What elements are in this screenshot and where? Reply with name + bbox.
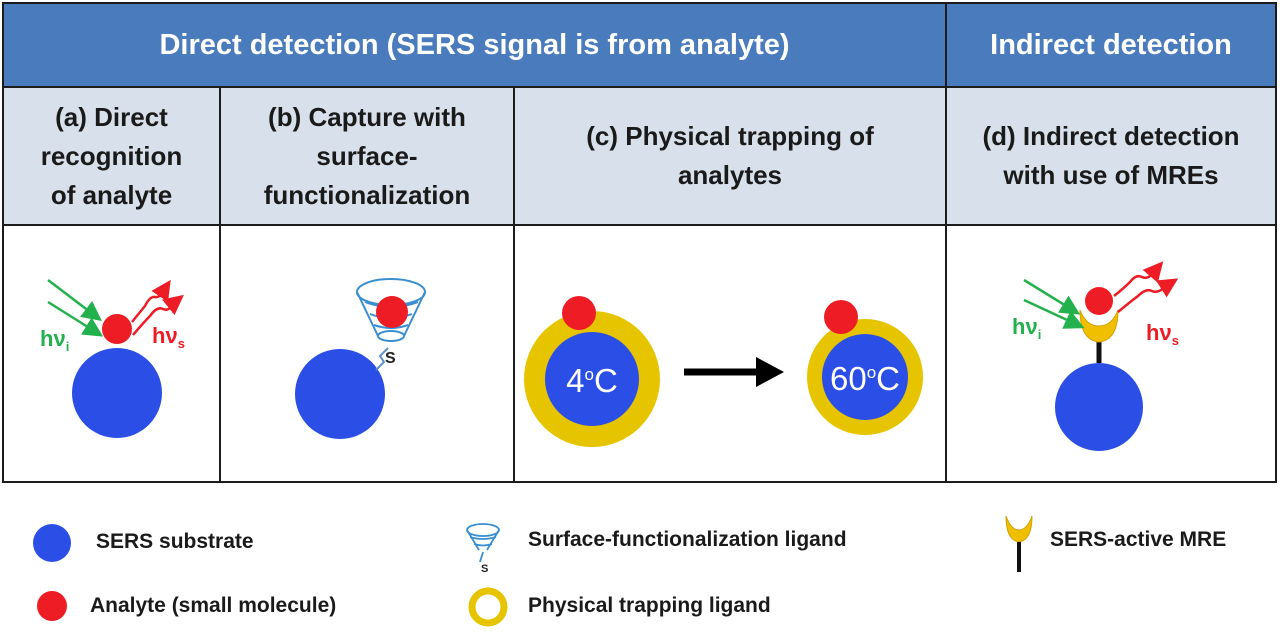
incident-light-arrow [1023,278,1081,315]
sers-substrate-sphere [545,332,639,426]
incident-light-arrow [47,279,102,322]
legend-mre-label: SERS-active MRE [1050,528,1227,551]
panel-b-title-line: functionalization [263,179,471,210]
legend-mre-icon [1005,515,1033,572]
sers-substrate-sphere [72,348,162,438]
legend-icons: S [33,515,1033,627]
legend-analyte-icon [37,591,67,621]
panel-d-title-line: with use of MREs [1003,160,1219,190]
legend-analyte-label: Analyte (small molecule) [90,594,337,617]
scattered-light-arrow [1117,278,1179,313]
temperature-high-label: 60oC [830,360,900,397]
scattered-photon-label: hνs [152,323,185,351]
incident-photon-label: hνi [40,326,69,354]
panel-c-title-line: (c) Physical trapping of [586,121,874,151]
panel-d-drawing: hνi hνs [1012,261,1179,451]
scattered-photon-label: hνs [1146,320,1179,348]
panel-c-title-line: analytes [677,160,783,190]
analyte-molecule [102,314,132,344]
panel-a-title-line: of analyte [50,179,173,210]
analyte-molecule [824,300,858,334]
panel-a-title-line: recognition [40,140,183,171]
panel-b-title-line: (b) Capture with [268,101,466,132]
scattered-light-arrow [131,279,171,323]
analyte-molecule [1085,287,1113,315]
analyte-molecule [376,296,408,328]
analyte-molecule [562,296,596,330]
panel-b-body [219,224,515,483]
legend-sers-substrate-icon [33,524,71,562]
panel-d-title: (d) Indirect detection with use of MREs [945,86,1277,226]
legend-physical-ligand-label: Physical trapping ligand [528,594,771,617]
scattered-light-arrow [132,294,184,336]
legend-surface-ligand-label: Surface-functionalization ligand [528,528,847,551]
temperature-low-label: 4oC [566,362,618,399]
incident-light-arrow [47,300,104,337]
panel-a-title: (a) Direct recognition of analyte [2,86,221,226]
panel-b-title-line: surface- [316,140,418,171]
panel-d-title-line: (d) Indirect detection [982,121,1240,151]
panel-a-title-line: (a) Direct [55,101,168,132]
thiol-linker [375,347,389,371]
legend-surface-ligand-icon [466,523,500,563]
panel-b-drawing: S [295,278,426,439]
transition-arrow-head [756,357,784,387]
sers-substrate-sphere [295,349,385,439]
sers-substrate-sphere [1055,363,1143,451]
incident-light-arrow [1023,298,1085,329]
panel-b-title: (b) Capture with surface-functionalizatio… [219,86,515,226]
legend-sulfur-label: S [481,563,488,575]
incident-photon-label: hνi [1012,314,1041,342]
panel-c-drawing: 4oC 60oC [524,296,923,447]
sulfur-label: S [385,350,396,367]
legend-sers-substrate-label: SERS substrate [96,530,254,553]
direct-detection-header: Direct detection (SERS signal is from an… [2,2,947,88]
scattered-light-arrow [1113,261,1164,297]
sers-active-mre [1079,309,1119,343]
legend-physical-trapping-ligand-icon [468,587,508,627]
sers-substrate-sphere [822,334,908,420]
panel-a-drawing: hνi hνs [40,279,185,438]
